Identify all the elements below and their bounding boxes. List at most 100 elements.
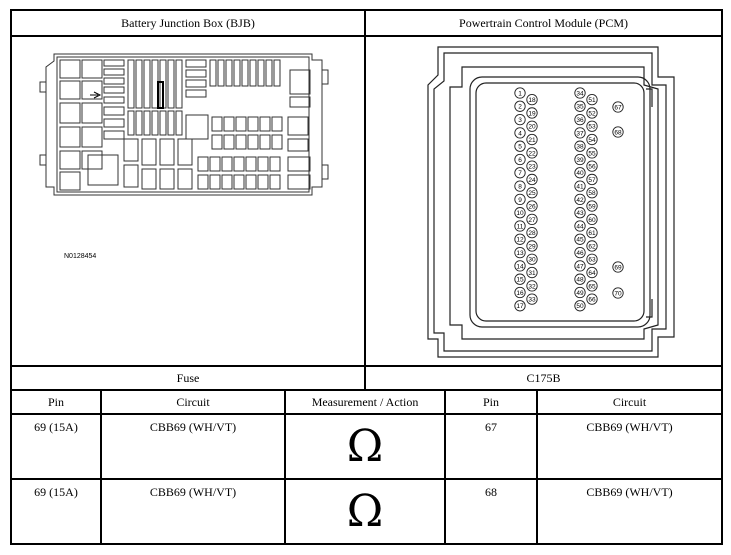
pcm-pin-62: 62	[586, 240, 598, 252]
svg-text:31: 31	[528, 270, 536, 277]
svg-text:44: 44	[576, 223, 584, 230]
pcm-pin-7: 7	[514, 167, 526, 179]
pcm-pin-50: 50	[574, 300, 586, 312]
svg-text:36: 36	[576, 117, 584, 124]
svg-text:67: 67	[614, 104, 622, 111]
svg-text:11: 11	[517, 223, 524, 230]
pcm-pin-36: 36	[574, 113, 586, 126]
pcm-pin-14: 14	[514, 260, 526, 272]
svg-text:25: 25	[528, 190, 536, 197]
svg-text:57: 57	[588, 177, 596, 184]
pcm-pin-41: 41	[574, 180, 586, 192]
pcm-pin-42: 42	[574, 193, 586, 206]
svg-text:37: 37	[576, 130, 584, 137]
svg-text:16: 16	[516, 290, 524, 297]
svg-text:28: 28	[528, 230, 536, 237]
pcm-pin-11: 11	[514, 220, 526, 232]
row-circuit: CBB69 (WH/VT)	[100, 413, 286, 480]
pcm-pin-34: 34	[574, 87, 586, 99]
pcm-pin-68: 68	[612, 126, 624, 138]
pcm-pin-69: 69	[612, 261, 624, 273]
svg-text:10: 10	[516, 210, 524, 217]
svg-text:5: 5	[518, 144, 522, 151]
svg-text:66: 66	[588, 297, 596, 304]
svg-text:64: 64	[588, 270, 596, 277]
pcm-pin-23: 23	[526, 160, 538, 172]
row-circuit-2: CBB69 (WH/VT)	[536, 478, 724, 545]
svg-text:40: 40	[576, 170, 584, 177]
row-circuit-2: CBB69 (WH/VT)	[536, 413, 724, 480]
svg-text:53: 53	[588, 124, 596, 131]
svg-text:58: 58	[588, 190, 596, 197]
pcm-pin-53: 53	[586, 120, 598, 132]
pcm-pin-70: 70	[612, 287, 624, 299]
row-circuit: CBB69 (WH/VT)	[100, 478, 286, 545]
pcm-pin-49: 49	[574, 286, 586, 299]
svg-text:54: 54	[588, 137, 596, 144]
svg-text:29: 29	[528, 243, 536, 250]
svg-text:6: 6	[518, 157, 522, 164]
svg-text:30: 30	[528, 257, 536, 264]
pcm-pin-40: 40	[574, 167, 586, 179]
svg-text:69: 69	[614, 264, 622, 271]
fuse-connector-label: Fuse	[9, 365, 367, 391]
pcm-pin-16: 16	[514, 286, 526, 299]
col-header-pin: Pin	[10, 389, 102, 415]
pcm-pin-48: 48	[574, 273, 586, 285]
svg-text:1: 1	[518, 90, 522, 97]
pcm-pin-30: 30	[526, 253, 538, 265]
svg-text:21: 21	[528, 137, 536, 144]
svg-text:9: 9	[518, 197, 522, 204]
svg-text:20: 20	[528, 124, 536, 131]
svg-text:60: 60	[588, 217, 596, 224]
svg-text:55: 55	[588, 150, 596, 157]
pcm-pin-51: 51	[586, 94, 598, 106]
svg-text:7: 7	[518, 170, 522, 177]
svg-text:3: 3	[518, 117, 522, 124]
pcm-pin-31: 31	[526, 266, 538, 279]
pcm-pin-3: 3	[514, 113, 526, 126]
pcm-pin-2: 2	[514, 100, 526, 112]
pcm-pin-19: 19	[526, 107, 538, 119]
svg-text:45: 45	[576, 237, 584, 244]
svg-text:38: 38	[576, 144, 584, 151]
pcm-pin-32: 32	[526, 280, 538, 292]
svg-text:47: 47	[576, 263, 584, 270]
row-pin: 69 (15A)	[10, 413, 102, 480]
svg-text:22: 22	[528, 150, 536, 157]
pcm-pin-10: 10	[514, 207, 526, 219]
svg-text:46: 46	[576, 250, 584, 257]
pcm-pin-58: 58	[586, 187, 598, 199]
pcm-pin-15: 15	[514, 273, 526, 285]
svg-text:52: 52	[588, 110, 596, 117]
svg-text:51: 51	[588, 97, 596, 104]
svg-text:70: 70	[614, 290, 622, 297]
pcm-pin-47: 47	[574, 260, 586, 272]
svg-text:27: 27	[528, 217, 536, 224]
pcm-pin-27: 27	[526, 213, 538, 226]
svg-text:68: 68	[614, 129, 622, 136]
pinout-table-frame: Battery Junction Box (BJB) Powertrain Co…	[9, 9, 724, 546]
svg-text:17: 17	[516, 303, 524, 310]
pcm-pin-65: 65	[586, 280, 598, 292]
pcm-pin-67: 67	[612, 101, 624, 113]
pcm-pin-60: 60	[586, 213, 598, 226]
pcm-pin-38: 38	[574, 140, 586, 152]
svg-text:24: 24	[528, 177, 536, 184]
col-header-pin-2: Pin	[444, 389, 539, 415]
ohm-symbol: Ω	[346, 486, 384, 537]
svg-text:15: 15	[516, 277, 524, 284]
pcm-pin-group: 1234567891011121314151617181920212223242…	[514, 87, 624, 312]
pcm-pin-66: 66	[586, 293, 598, 305]
pcm-pin-18: 18	[526, 94, 538, 106]
svg-text:35: 35	[576, 104, 584, 111]
svg-text:26: 26	[528, 203, 536, 210]
svg-text:33: 33	[528, 297, 536, 304]
pcm-pin-6: 6	[514, 153, 526, 166]
row-pin-2: 67	[444, 413, 539, 480]
pcm-pin-54: 54	[586, 133, 598, 146]
svg-text:34: 34	[576, 90, 584, 97]
ohm-symbol: Ω	[346, 421, 384, 472]
pcm-pin-59: 59	[586, 200, 598, 212]
pcm-pin-1: 1	[514, 87, 526, 99]
